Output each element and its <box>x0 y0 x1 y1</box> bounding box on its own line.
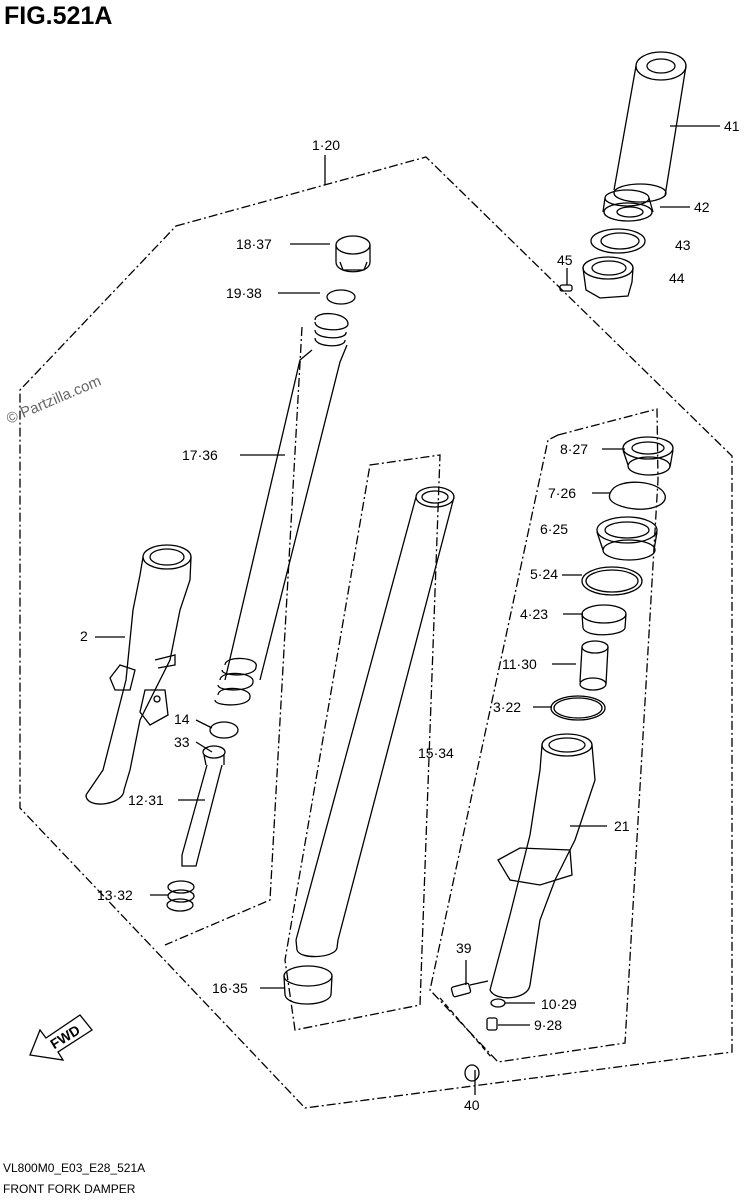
callout-41: 41 <box>724 118 740 134</box>
figure-title: FIG.521A <box>4 2 113 30</box>
part-11-spacer <box>579 640 609 691</box>
callout-43: 43 <box>675 237 691 253</box>
callout-9-28: 9·28 <box>534 1017 563 1033</box>
callout-40: 40 <box>464 1097 480 1113</box>
part-8-dust-seal <box>622 436 674 476</box>
callout-8-27: 8·27 <box>560 441 589 457</box>
part-39-bolt <box>450 980 489 998</box>
part-16-bushing <box>283 965 333 1005</box>
assembly-outline <box>19 156 733 1109</box>
part-5-washer <box>581 566 643 596</box>
part-21-outer-tube <box>489 733 596 999</box>
part-12-rod <box>181 745 226 867</box>
part-3-ring <box>550 695 606 721</box>
callout-14: 14 <box>174 711 190 727</box>
part-7-clip <box>608 481 666 510</box>
callout-5-24: 5·24 <box>530 566 559 582</box>
part-9-screw <box>486 1017 498 1031</box>
part-2-outer-tube <box>85 544 192 805</box>
callout-19-38: 19·38 <box>226 285 262 301</box>
part-40-plug <box>464 1064 480 1082</box>
part-42-nut <box>602 189 654 222</box>
callout-33: 33 <box>174 734 190 750</box>
part-6-oil-seal <box>596 516 658 561</box>
callout-11-30: 11·30 <box>502 656 537 672</box>
callout-3-22: 3·22 <box>493 699 522 715</box>
part-19-o-ring <box>326 289 356 305</box>
fwd-arrow-icon: FWD <box>29 1014 93 1061</box>
leader-lines <box>95 125 720 1095</box>
part-44-clamp <box>582 256 634 299</box>
callout-17-36: 17·36 <box>182 447 218 463</box>
callout-42: 42 <box>694 199 710 215</box>
diagram-code: VL800M0_E03_E28_521A <box>3 1161 146 1175</box>
part-15-inner-tube <box>295 486 455 958</box>
callout-12-31: 12·31 <box>128 792 164 808</box>
callout-21: 21 <box>614 818 630 834</box>
callout-39: 39 <box>456 940 472 956</box>
callout-4-23: 4·23 <box>520 606 549 622</box>
callout-16-35: 16·35 <box>212 980 248 996</box>
callout-18-37: 18·37 <box>236 236 272 252</box>
part-18-cap-bolt <box>335 235 371 273</box>
callout-1-20: 1·20 <box>312 137 341 153</box>
part-41-cover <box>613 51 687 203</box>
part-45-screw <box>559 284 573 292</box>
callout-2: 2 <box>80 628 88 644</box>
diagram-name: FRONT FORK DAMPER <box>3 1182 136 1196</box>
part-43-washer <box>590 228 646 254</box>
callout-6-25: 6·25 <box>540 521 569 537</box>
part-4-bushing <box>581 604 627 636</box>
part-17-damper-rod <box>214 313 349 706</box>
callout-7-26: 7·26 <box>548 485 577 501</box>
part-13-spring <box>166 880 195 912</box>
callout-45: 45 <box>557 252 573 268</box>
outer-tube-group-outline <box>429 408 659 1063</box>
callout-44: 44 <box>669 270 685 286</box>
callout-13-32: 13·32 <box>97 887 133 903</box>
damper-group-outline <box>164 326 303 946</box>
callout-15-34: 15·34 <box>418 745 454 761</box>
part-14-ring <box>209 721 239 739</box>
part-10-washer <box>490 998 506 1008</box>
inner-tube-group-outline <box>284 454 441 1031</box>
callout-10-29: 10·29 <box>541 996 577 1012</box>
